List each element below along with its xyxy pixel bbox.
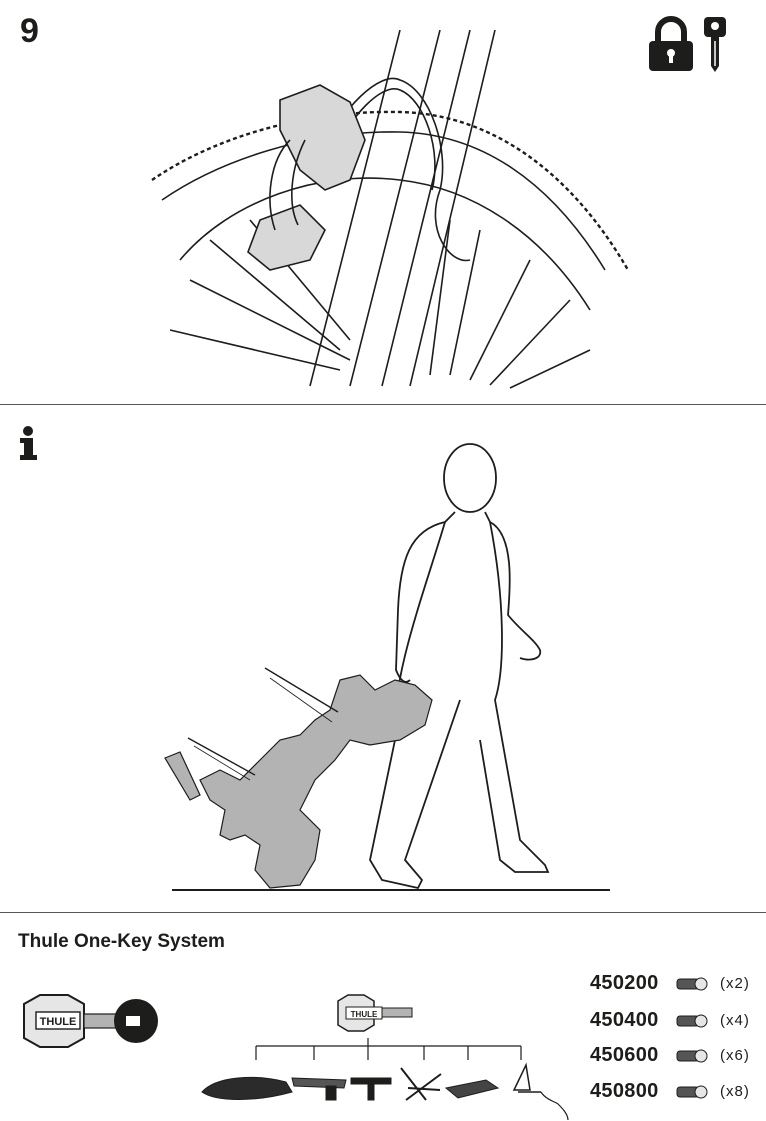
lock-cylinder-row: 450600 (x6)	[590, 1044, 750, 1067]
lock-cylinder-row: 450400 (x4)	[590, 1009, 750, 1032]
section-title: Thule One-Key System	[18, 931, 225, 952]
cylinder-code: 450400	[590, 1009, 659, 1031]
compatible-products-tree	[201, 1038, 569, 1120]
cylinder-qty: (x8)	[720, 1083, 750, 1100]
small-key-brand-label: THULE	[351, 1010, 378, 1019]
section-divider	[0, 404, 766, 405]
cylinder-qty: (x6)	[720, 1047, 750, 1064]
cylinder-qty: (x2)	[720, 975, 750, 992]
lock-cylinder-icon	[676, 1049, 708, 1062]
section-divider	[0, 912, 766, 913]
small-key-illustration: THULE	[337, 994, 413, 1032]
lock-cylinder-row: 450200 (x2)	[590, 972, 750, 995]
bike-wheel-lock-illustration	[151, 30, 630, 389]
padlock-icon	[649, 16, 693, 71]
cylinder-code: 450600	[590, 1044, 659, 1066]
cylinder-code: 450800	[590, 1080, 659, 1102]
lock-cylinder-row: 450800 (x8)	[590, 1080, 750, 1103]
key-in-lock-illustration: THULE	[23, 994, 158, 1048]
lock-cylinder-icon	[676, 1085, 708, 1098]
lock-cylinder-icon	[676, 1014, 708, 1027]
info-icon	[20, 426, 37, 460]
key-brand-label: THULE	[40, 1016, 77, 1028]
key-icon	[704, 17, 726, 72]
cylinder-code: 450200	[590, 972, 659, 994]
lock-cylinder-icon	[676, 977, 708, 990]
cylinder-qty: (x4)	[720, 1012, 750, 1029]
step-number: 9	[20, 12, 39, 50]
person-carrying-rack-illustration	[164, 443, 610, 891]
